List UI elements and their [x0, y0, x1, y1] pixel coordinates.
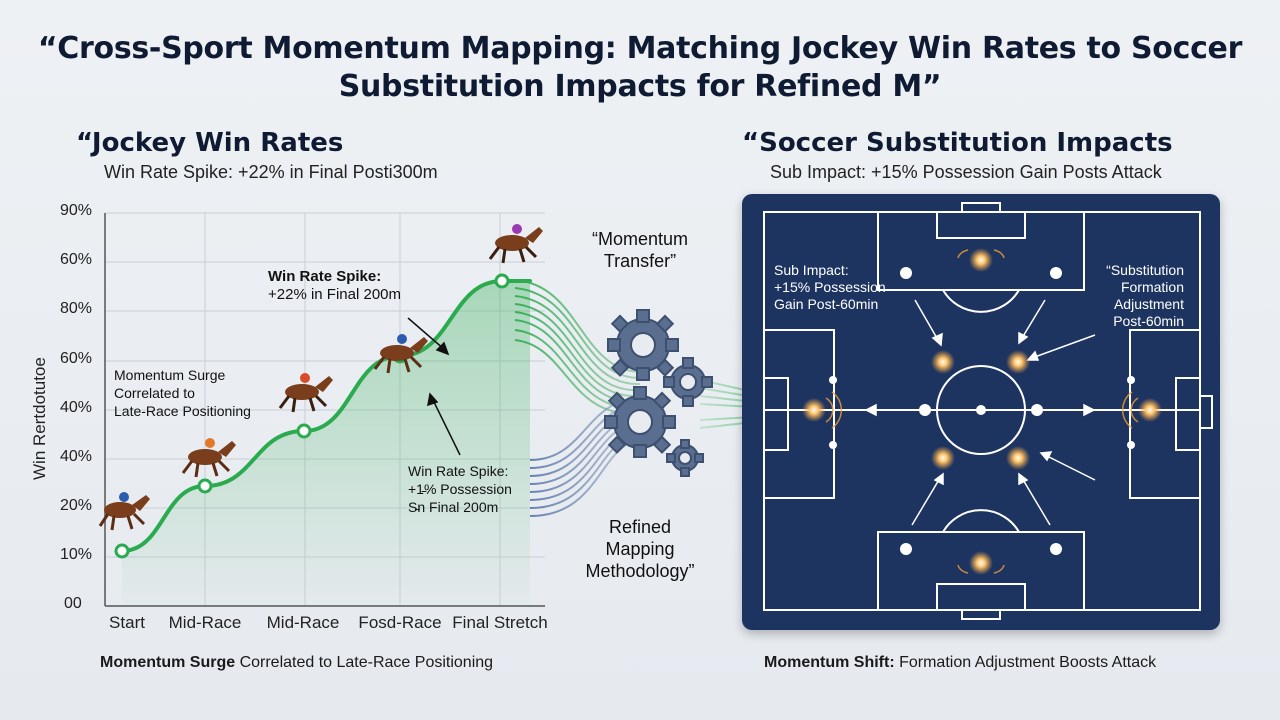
- data-point: [296, 423, 312, 439]
- right-subheading: Sub Impact: +15% Possession Gain Posts A…: [770, 162, 1162, 182]
- momentum-transfer-label: “Momentum Transfer”: [565, 228, 715, 272]
- left-caption: Momentum Surge Correlated to Late-Race P…: [100, 654, 493, 672]
- label-line: Formation: [1120, 279, 1184, 295]
- right-heading: “Soccer Substitution Impacts: [742, 128, 1173, 158]
- x-tick: Mid-Race: [266, 613, 340, 632]
- y-tick: 10%: [60, 546, 93, 563]
- sub-impact-label: Sub Impact: +15% Possession Gain Post-60…: [774, 262, 886, 313]
- y-tick: 60%: [60, 251, 93, 268]
- label-line: “Momentum: [591, 229, 689, 249]
- right-caption-rest: Formation Adjustment Boosts Attack: [894, 654, 1157, 671]
- y-tick: 40%: [60, 448, 93, 465]
- y-tick: 00: [64, 595, 82, 612]
- label-line: Methodology”: [585, 561, 695, 581]
- gear-icon: [666, 439, 704, 477]
- refined-mapping-label: Refined Mapping Methodology”: [565, 516, 715, 582]
- label-line: Adjustment: [1113, 296, 1184, 312]
- y-tick: 40%: [60, 399, 93, 416]
- gear-icon: [663, 357, 713, 407]
- label-line: Gain Post-60min: [774, 296, 879, 312]
- player-glow-markers: [802, 248, 1162, 575]
- chart-area: [122, 281, 530, 606]
- y-tick: 80%: [60, 300, 93, 317]
- left-caption-bold: Momentum Surge: [100, 654, 236, 671]
- right-caption-bold: Momentum Shift:: [764, 654, 895, 671]
- y-tick: 20%: [60, 497, 93, 514]
- x-tick: Fosd-Race: [358, 613, 442, 632]
- data-point: [494, 273, 510, 289]
- label-line: Refined: [608, 517, 672, 537]
- label-line: +15% Possession: [774, 279, 886, 295]
- main-title: “Cross-Sport Momentum Mapping: Matching …: [37, 31, 1243, 104]
- annotation-line: +1̵% Possession: [408, 481, 512, 497]
- x-tick: Start: [109, 613, 145, 632]
- annotation-line: Momentum Surge: [114, 367, 226, 383]
- annotation-line: +22% in Final 200m: [268, 286, 401, 303]
- player-markers: [829, 267, 1135, 555]
- x-tick: Mid-Race: [168, 613, 242, 632]
- annotation-possession: Win Rate Spike: +1̵% Possession S̵n Fina…: [408, 462, 512, 516]
- annotation-line: Win Rate Spike:: [268, 268, 382, 285]
- annotation-line: S̵n Final 200m: [408, 499, 499, 515]
- left-heading: “Jockey Win Rates: [76, 128, 344, 158]
- x-tick: Final Stretch: [452, 613, 548, 632]
- gear-icon: [604, 386, 676, 458]
- data-point: [114, 543, 130, 559]
- annotation-line: Win Rate Spike:: [408, 463, 509, 479]
- annotation-win-rate-spike: Win Rate Spike: +22% in Final 200m: [268, 268, 401, 304]
- label-line: “Substitution: [1106, 262, 1184, 278]
- label-line: Mapping: [605, 539, 675, 559]
- left-caption-rest: Correlated to Late-Race Positioning: [235, 654, 494, 671]
- annotation-momentum-surge: Momentum Surge Correlated to Late-Race P…: [114, 366, 251, 420]
- annotation-line: Correlated to: [114, 385, 195, 401]
- formation-adjustment-label: “Substitution Formation Adjustment Post-…: [1092, 262, 1184, 330]
- horse-icon: [98, 224, 543, 531]
- label-line: Sub Impact:: [774, 262, 849, 278]
- label-line: Post-60min: [1113, 313, 1184, 329]
- annotation-arrows: [407, 317, 461, 456]
- left-subheading: Win Rate Spike: +22% in Final Posti300m: [104, 162, 438, 182]
- annotation-line: Late-Race Positioning: [114, 403, 251, 419]
- right-caption: Momentum Shift: Formation Adjustment Boo…: [764, 654, 1156, 672]
- y-tick: 60%: [60, 350, 93, 367]
- y-tick: 90%: [60, 202, 93, 219]
- label-line: Transfer”: [603, 251, 677, 271]
- gear-icon: [607, 309, 679, 381]
- data-point: [197, 478, 213, 494]
